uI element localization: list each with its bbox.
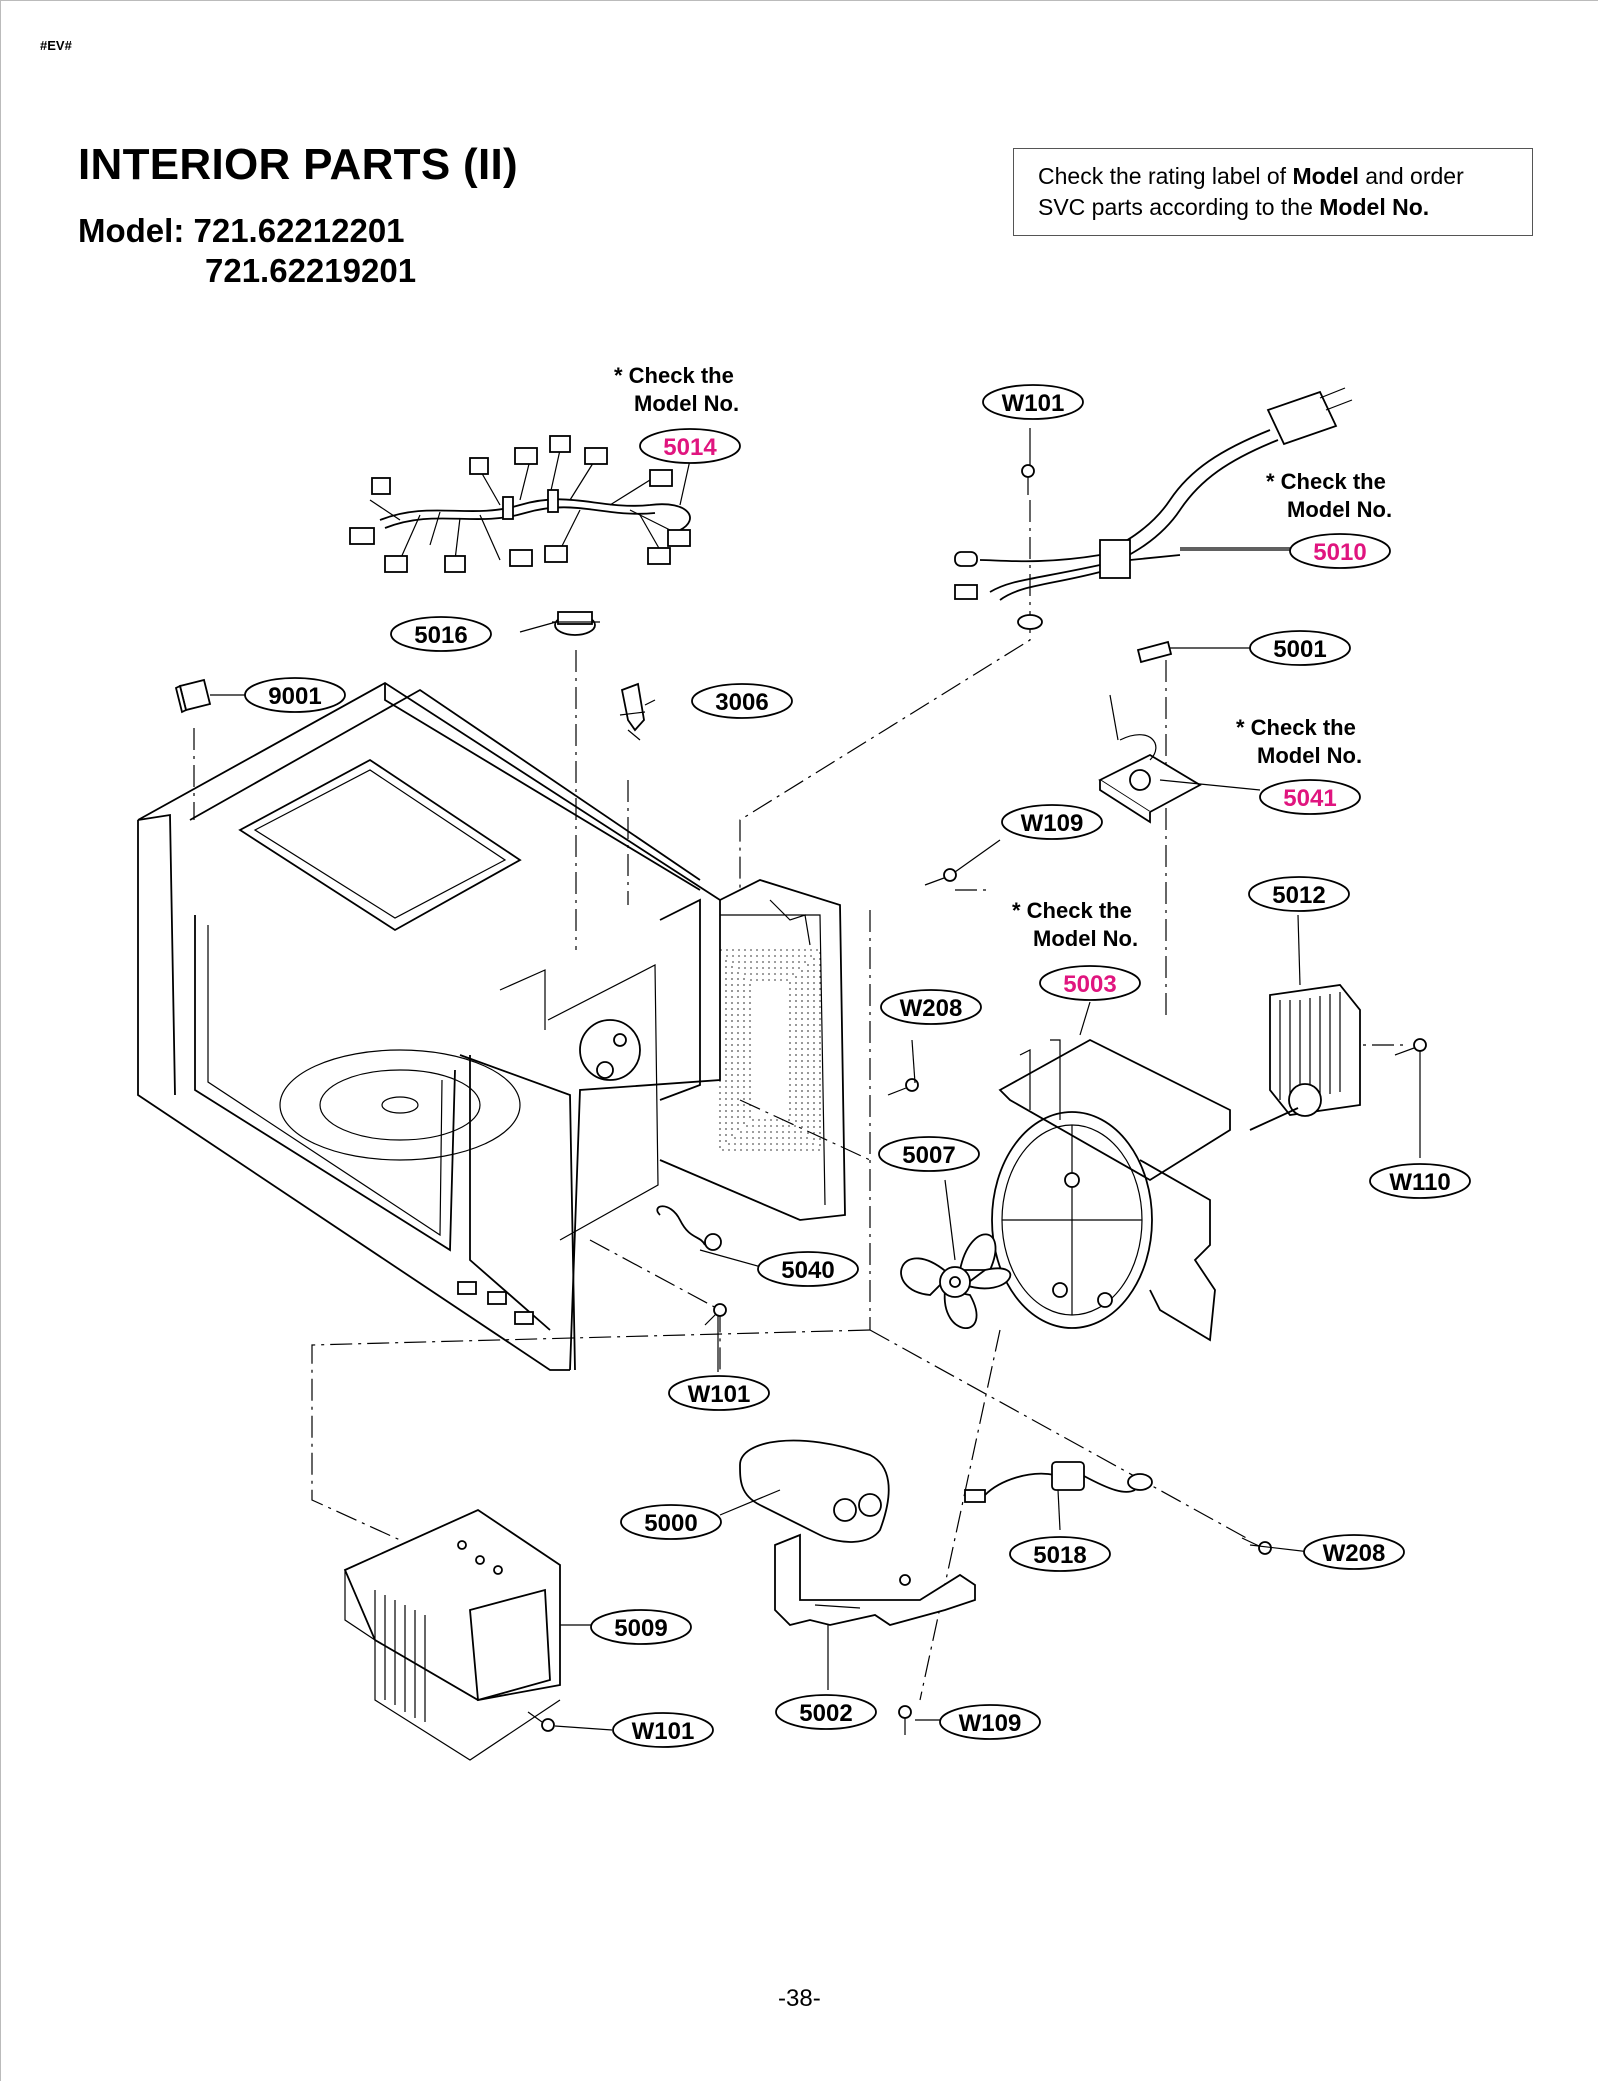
callout-w208-top: W208 [900,995,963,1022]
screw-w101-top [1021,464,1035,495]
screw-w101-mid [704,1303,727,1326]
callout-w101-top: W101 [1002,390,1065,417]
document-code: #EV# [40,38,72,53]
callout-9001: 9001 [268,683,321,710]
fan-motor-5012 [1249,984,1361,1131]
callout-5003: 5003 [1063,971,1116,998]
check-note-5014-line2: Model No. [634,391,739,416]
check-note-5010-line1: * Check the [1266,469,1386,494]
check-note-5003-line2: Model No. [1033,926,1138,951]
screw-w101-bot [527,1711,555,1732]
check-model-notes: * Check the Model No. * Check the Model … [614,363,1392,951]
capacitor-5000 [739,1439,890,1543]
callout-5016: 5016 [414,622,467,649]
page-title: INTERIOR PARTS (II) [78,140,518,189]
model-number-2: 721.62219201 [205,252,417,289]
callout-5010: 5010 [1313,539,1366,566]
air-guide-5003 [991,1038,1231,1342]
callout-w101-bot: W101 [632,1718,695,1745]
screw-w208-bot [1241,1537,1272,1555]
assembly-guide-lines [193,500,1405,1701]
model-number-1: Model: 721.62212201 [78,212,405,249]
wire-harness-5014 [349,435,691,573]
part-9001 [174,678,212,714]
screw-w110 [1394,1038,1427,1056]
note-bold-model: Model [1292,163,1359,189]
callout-5040: 5040 [781,1257,834,1284]
power-cord-5010 [954,387,1353,630]
leader-lines [210,428,1421,1731]
circuit-board-5041 [1098,694,1202,824]
callout-5018: 5018 [1033,1542,1086,1569]
screw-w109-bot [898,1705,912,1735]
check-note-5003-line1: * Check the [1012,898,1132,923]
callout-w110: W110 [1389,1169,1450,1196]
callout-5009: 5009 [614,1615,667,1642]
callout-5002: 5002 [799,1700,852,1727]
check-note-5041-line1: * Check the [1236,715,1356,740]
callout-w208-bot: W208 [1323,1540,1386,1567]
spring-5040 [656,1205,722,1251]
check-note-5010-line2: Model No. [1287,497,1392,522]
note-bold-model-no: Model No. [1319,194,1430,220]
fan-blade-5007 [900,1233,1012,1329]
part-5001 [1136,640,1173,664]
callout-5000: 5000 [644,1510,697,1537]
check-note-5014-line1: * Check the [614,363,734,388]
callout-w109-bot: W109 [959,1710,1022,1737]
callout-w109-top: W109 [1021,810,1084,837]
vent-holes [719,949,821,1151]
rating-label-note: Check the rating label of Model and orde… [1013,148,1533,236]
note-text: and order SVC parts according to the [1038,163,1464,220]
callout-w101-mid: W101 [688,1381,751,1408]
magnetron-5009 [343,1508,561,1761]
bracket-5002 [774,1533,976,1626]
screw-w208-top [887,1078,919,1096]
page-number: -38- [778,1985,821,2012]
thermostat-5016 [552,611,600,636]
screw-w109-top [924,868,957,886]
note-text: Check the rating label of [1038,163,1293,189]
callout-3006: 3006 [715,689,768,716]
check-note-5041-line2: Model No. [1257,743,1362,768]
cavity-assembly [137,681,846,1371]
callout-5014: 5014 [663,434,717,461]
callout-5001: 5001 [1273,636,1326,663]
callouts: 5014 5010 W101 5016 9001 3006 5001 5041 … [244,384,1471,1748]
fuse-wire-5018 [964,1461,1153,1503]
callout-5041: 5041 [1283,785,1336,812]
callout-5007: 5007 [902,1142,955,1169]
latch-3006 [619,682,646,741]
callout-5012: 5012 [1272,882,1325,909]
